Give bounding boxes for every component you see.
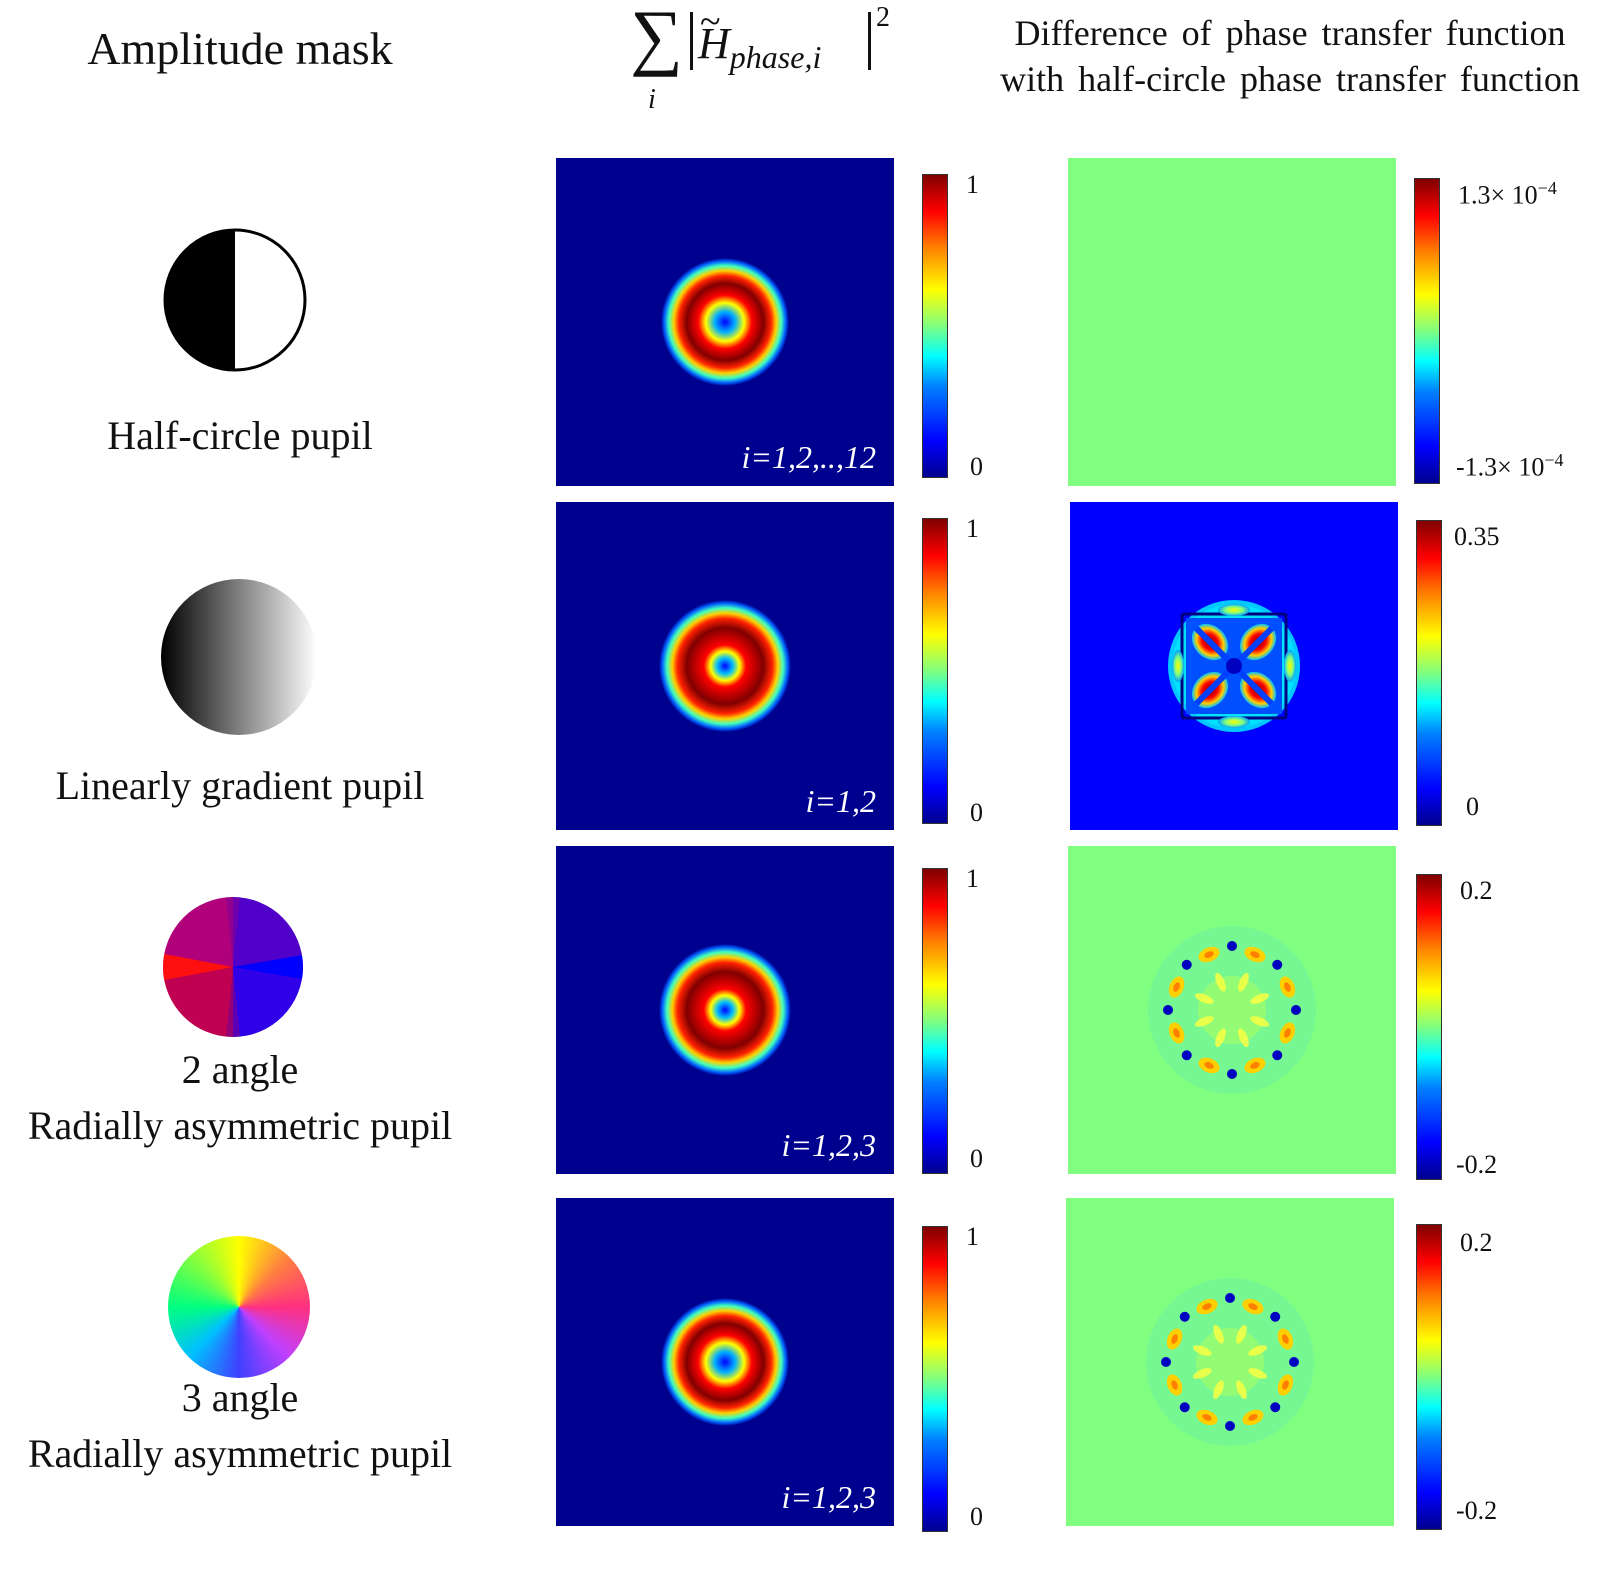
row4-diff-map [1066, 1198, 1394, 1526]
sum-symbol: ∑ [630, 0, 683, 78]
row1-diff-cbar-min-mantissa: -1.3× 10 [1456, 452, 1545, 482]
row4-diff-cbar-max: 0.2 [1460, 1228, 1493, 1257]
row3-diff-map [1068, 846, 1396, 1174]
row4-sum-cbar-min: 0 [970, 1502, 983, 1531]
header-difference: Difference of phase transfer function wi… [975, 10, 1600, 102]
row1-diff-cbar-min-exp: −4 [1544, 450, 1564, 470]
half-circle-pupil-icon [163, 228, 307, 372]
row4-label-line1: 3 angle [181, 1375, 299, 1420]
row4-diff-colorbar [1416, 1224, 1442, 1530]
row3-diff-cbar-min: -0.2 [1456, 1150, 1498, 1179]
row1-diff-cbar-max-exp: −4 [1537, 178, 1557, 198]
row3-diff-cbar-max: 0.2 [1460, 876, 1493, 905]
row2-sum-cbar-max: 1 [966, 514, 979, 543]
row3-sum-map: i=1,2,3 [556, 846, 894, 1174]
row3-index-label: i=1,2,3 [781, 1127, 876, 1163]
header-difference-line2: with half-circle phase transfer function [1000, 59, 1580, 99]
row4-index-label: i=1,2,3 [781, 1479, 876, 1515]
row1-diff-colorbar [1414, 178, 1440, 484]
three-angle-pupil-icon [168, 1236, 310, 1378]
row3-diff-colorbar [1416, 874, 1442, 1180]
row3-sum-cbar-min: 0 [970, 1144, 983, 1173]
row3-label-line2: Radially asymmetric pupil [27, 1103, 453, 1148]
row1-diff-cbar-max-mantissa: 1.3× 10 [1458, 180, 1538, 210]
row2-label: Linearly gradient pupil [55, 763, 425, 808]
row4-diff-pattern [1066, 1198, 1394, 1526]
row4-sum-map: i=1,2,3 [556, 1198, 894, 1526]
row1-label: Half-circle pupil [107, 413, 373, 458]
header-sum-formula: ∑ i ~ Hphase,i 2 [590, 0, 890, 130]
h-subscript: phase,i [729, 39, 822, 75]
row3-label-line1: 2 angle [181, 1047, 299, 1092]
h-phase-expression: Hphase,i [698, 18, 821, 75]
header-amplitude-mask: Amplitude mask [87, 23, 393, 74]
two-angle-pupil-icon [163, 897, 303, 1037]
row3-sum-colorbar [922, 868, 948, 1174]
row1-sum-colorbar [922, 174, 948, 478]
row2-diff-cbar-max: 0.35 [1454, 522, 1500, 551]
row2-diff-map [1070, 502, 1398, 830]
abs-bar-left [690, 12, 693, 70]
row1-sum-cbar-min: 0 [970, 452, 983, 481]
h-letter: H [698, 19, 730, 68]
row4-diff-cbar-min: -0.2 [1456, 1496, 1498, 1525]
gradient-pupil-icon [161, 579, 317, 735]
row1-sum-map: i=1,2,..,12 [556, 158, 894, 486]
row2-sum-map: i=1,2 [556, 502, 894, 830]
row1-diff-map [1068, 158, 1396, 486]
row1-sum-cbar-max: 1 [966, 170, 979, 199]
row2-diff-colorbar [1416, 520, 1442, 826]
row1-diff-cbar-min: -1.3× 10−4 [1456, 450, 1563, 483]
row4-sum-cbar-max: 1 [966, 1222, 979, 1251]
row2-sum-cbar-min: 0 [970, 798, 983, 827]
sum-index: i [648, 84, 656, 115]
row2-diff-cbar-min: 0 [1466, 792, 1479, 821]
row3-sum-cbar-max: 1 [966, 864, 979, 893]
header-difference-line1: Difference of phase transfer function [1014, 13, 1566, 53]
row1-index-label: i=1,2,..,12 [741, 439, 876, 475]
exponent: 2 [876, 2, 890, 33]
row4-sum-colorbar [922, 1226, 948, 1532]
row2-index-label: i=1,2 [805, 783, 876, 819]
row3-diff-pattern [1068, 846, 1396, 1174]
row4-label-line2: Radially asymmetric pupil [27, 1431, 453, 1476]
tilde-mark: ~ [700, 1, 721, 43]
abs-bar-right [868, 12, 871, 70]
row2-sum-colorbar [922, 518, 948, 824]
row1-diff-cbar-max: 1.3× 10−4 [1458, 178, 1557, 211]
